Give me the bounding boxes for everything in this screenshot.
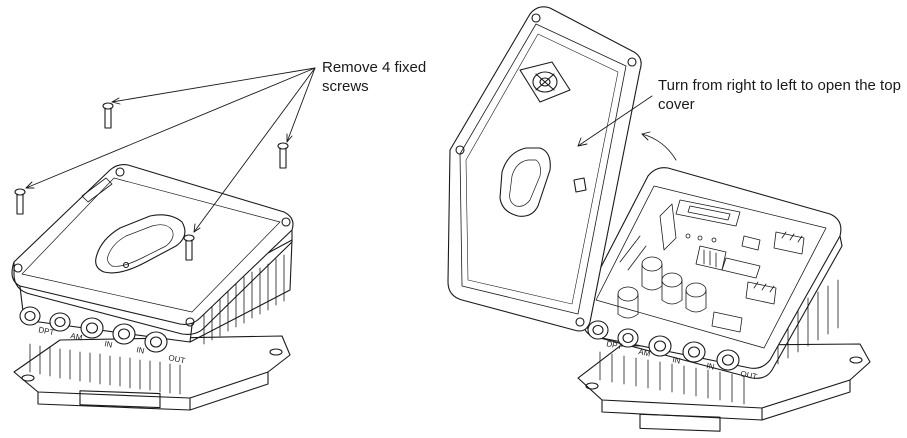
- screw-1: [102, 102, 114, 129]
- port-label-left-1: DPT: [38, 325, 56, 337]
- screw-leader-lines: [25, 67, 316, 233]
- screw-4: [183, 234, 195, 261]
- open-cover-annotation: Turn from right to left to open the top …: [658, 76, 907, 114]
- port-label-left-4: IN: [136, 345, 146, 356]
- cable-glands-right: [587, 320, 740, 371]
- open-cover-line-2: cover: [658, 96, 695, 113]
- open-cover-line-1: Turn from right to left to open the top: [658, 77, 901, 94]
- remove-screws-line-1: Remove 4 fixed: [322, 59, 427, 76]
- remove-screws-annotation: Remove 4 fixed screws: [322, 58, 462, 96]
- port-label-right-1: DPT: [606, 339, 624, 351]
- screw-2: [277, 142, 289, 169]
- port-label-right-3: IN: [672, 355, 682, 366]
- circuit-board: [617, 199, 805, 333]
- cooling-fins-open-right: [777, 279, 839, 365]
- port-label-right-5: OUT: [740, 369, 758, 381]
- screw-3: [14, 188, 26, 215]
- cable-glands-left: [19, 306, 168, 353]
- open-enclosure: [447, 6, 871, 432]
- opened-top-cover: [447, 6, 642, 332]
- fan: [519, 61, 571, 103]
- cooling-fins-open-front: [599, 351, 745, 405]
- port-label-left-2: AM: [70, 331, 84, 342]
- remove-screws-line-2: screws: [322, 78, 369, 95]
- closed-enclosure: [11, 67, 316, 411]
- port-label-right-2: AM: [638, 347, 652, 358]
- port-label-left-5: OUT: [168, 353, 186, 365]
- port-label-right-4: IN: [706, 361, 716, 372]
- screws: [14, 102, 289, 261]
- cover-leader-line: [577, 95, 653, 147]
- rotation-arrow: [641, 133, 677, 161]
- port-label-left-3: IN: [104, 339, 114, 350]
- cooling-fins-front: [29, 343, 181, 395]
